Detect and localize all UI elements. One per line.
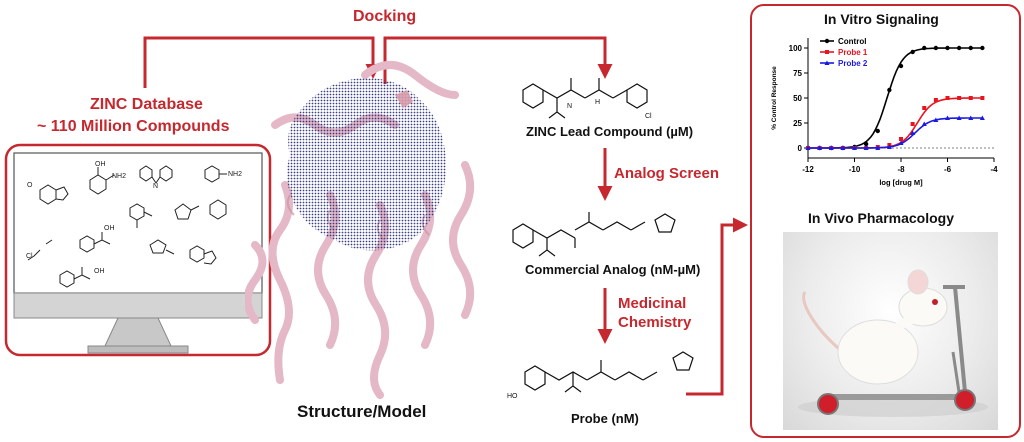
zinc-lead-label: ZINC Lead Compound (µM) bbox=[526, 124, 694, 139]
data-point-control bbox=[968, 45, 973, 51]
data-point-probe-2 bbox=[817, 145, 823, 150]
legend-label: Probe 2 bbox=[838, 59, 868, 68]
atom-oh: OH bbox=[95, 161, 106, 168]
data-point-control bbox=[922, 45, 927, 51]
data-point-probe-2 bbox=[910, 130, 916, 135]
commercial-analog-label: Commercial Analog (nM-µM) bbox=[525, 262, 701, 277]
zinc-lead-structure: N H Cl bbox=[522, 78, 652, 120]
probe-label: Probe (nM) bbox=[571, 411, 639, 426]
legend-marker bbox=[824, 60, 830, 65]
data-point-probe-2 bbox=[805, 145, 811, 150]
zinc-database-title: ZINC Database bbox=[90, 96, 203, 113]
data-point-probe-2 bbox=[898, 140, 904, 145]
scooter-wheel-back bbox=[817, 393, 839, 415]
legend-label: Probe 1 bbox=[838, 48, 868, 57]
data-point-control bbox=[980, 45, 985, 51]
data-point-probe-2 bbox=[956, 115, 962, 120]
scooter-wheel-front bbox=[954, 389, 976, 411]
data-point-probe-2 bbox=[979, 115, 985, 120]
lead-atom-n: N bbox=[567, 103, 572, 110]
data-point-probe-2 bbox=[945, 115, 950, 120]
y-tick-label: 100 bbox=[789, 44, 803, 53]
data-point-control bbox=[910, 49, 915, 55]
x-tick-label: -12 bbox=[802, 165, 814, 174]
x-tick-label: -6 bbox=[944, 165, 952, 174]
data-point-control bbox=[945, 45, 950, 51]
docking-arrow-left bbox=[143, 36, 381, 88]
data-point-probe-1 bbox=[957, 96, 962, 100]
atom-oh-2: OH bbox=[104, 225, 115, 232]
mouse-eye bbox=[932, 299, 938, 305]
data-point-probe-2 bbox=[875, 145, 881, 150]
data-point-probe-2 bbox=[886, 144, 892, 149]
structure-model-label: Structure/Model bbox=[297, 402, 427, 421]
compound-library-structures bbox=[27, 165, 227, 288]
data-point-probe-1 bbox=[980, 96, 985, 100]
x-tick-label: -8 bbox=[897, 165, 905, 174]
y-tick-label: 75 bbox=[793, 69, 802, 78]
atom-nh2-2: NH2 bbox=[228, 171, 242, 178]
data-point-control bbox=[887, 87, 892, 93]
lead-atom-cl: Cl bbox=[645, 113, 652, 120]
commercial-analog-structure bbox=[512, 212, 676, 257]
data-point-probe-2 bbox=[840, 145, 846, 150]
docking-label: Docking bbox=[353, 8, 417, 25]
data-point-control bbox=[956, 45, 962, 51]
data-point-control bbox=[933, 45, 939, 51]
data-point-probe-2 bbox=[852, 145, 857, 150]
protein-structure-model bbox=[245, 61, 475, 399]
data-point-control bbox=[875, 128, 880, 134]
y-axis-label: % Control Response bbox=[771, 66, 778, 130]
mouse-ear bbox=[907, 269, 929, 295]
probe-structure: HO bbox=[507, 351, 694, 400]
atom-o: O bbox=[27, 182, 33, 189]
docking-arrow-right bbox=[383, 36, 613, 84]
x-tick-label: -4 bbox=[990, 165, 998, 174]
legend-marker bbox=[824, 38, 830, 44]
mouse-body bbox=[837, 319, 919, 385]
computer-monitor: O OH NH2 N NH2 Cl OH OH bbox=[4, 143, 272, 357]
data-point-probe-2 bbox=[933, 117, 939, 122]
series-line-probe-1 bbox=[808, 97, 983, 149]
mouse-tail bbox=[802, 291, 844, 354]
x-tick-label: -10 bbox=[849, 165, 861, 174]
x-axis-label: log [drug M] bbox=[879, 178, 923, 187]
data-point-control bbox=[863, 141, 869, 147]
y-tick-label: 0 bbox=[798, 144, 803, 153]
data-point-probe-2 bbox=[921, 121, 927, 126]
data-point-probe-1 bbox=[922, 106, 927, 110]
data-point-probe-2 bbox=[968, 115, 974, 120]
in-vitro-chart: -12 -10 -8 -6 -4 0 25 50 75 100 log [drug M] % Cont… bbox=[771, 37, 998, 187]
data-point-probe-1 bbox=[910, 122, 915, 126]
atom-n: N bbox=[153, 183, 158, 190]
data-point-probe-1 bbox=[933, 98, 938, 102]
analog-screen-label: Analog Screen bbox=[614, 165, 720, 182]
atom-cl: Cl bbox=[26, 253, 33, 260]
series-line-probe-2 bbox=[808, 117, 983, 149]
chemistry-label: Chemistry bbox=[618, 314, 692, 331]
in-vitro-title: In Vitro Signaling bbox=[824, 11, 939, 27]
atom-nh2: NH2 bbox=[112, 173, 126, 180]
data-point-control bbox=[898, 63, 904, 69]
data-point-probe-1 bbox=[945, 96, 950, 100]
scooter bbox=[823, 285, 968, 400]
probe-to-pharmacology-arrow bbox=[686, 217, 748, 396]
probe-atom-ho: HO bbox=[507, 393, 518, 400]
in-vivo-photo bbox=[783, 232, 998, 430]
data-point-probe-2 bbox=[828, 145, 834, 150]
data-point-probe-1 bbox=[968, 96, 973, 100]
y-tick-label: 25 bbox=[793, 119, 802, 128]
data-point-probe-2 bbox=[863, 145, 869, 150]
data-point-probe-1 bbox=[899, 137, 903, 141]
binding-pocket-surface bbox=[287, 78, 447, 251]
lead-atom-h: H bbox=[595, 99, 600, 106]
legend-label: Control bbox=[838, 37, 866, 46]
atom-oh-3: OH bbox=[94, 268, 105, 275]
medicinal-label: Medicinal bbox=[618, 295, 687, 312]
in-vivo-title: In Vivo Pharmacology bbox=[808, 210, 955, 226]
y-tick-label: 50 bbox=[793, 94, 802, 103]
zinc-database-count: ~ 110 Million Compounds bbox=[37, 118, 230, 135]
legend-marker bbox=[825, 50, 829, 54]
